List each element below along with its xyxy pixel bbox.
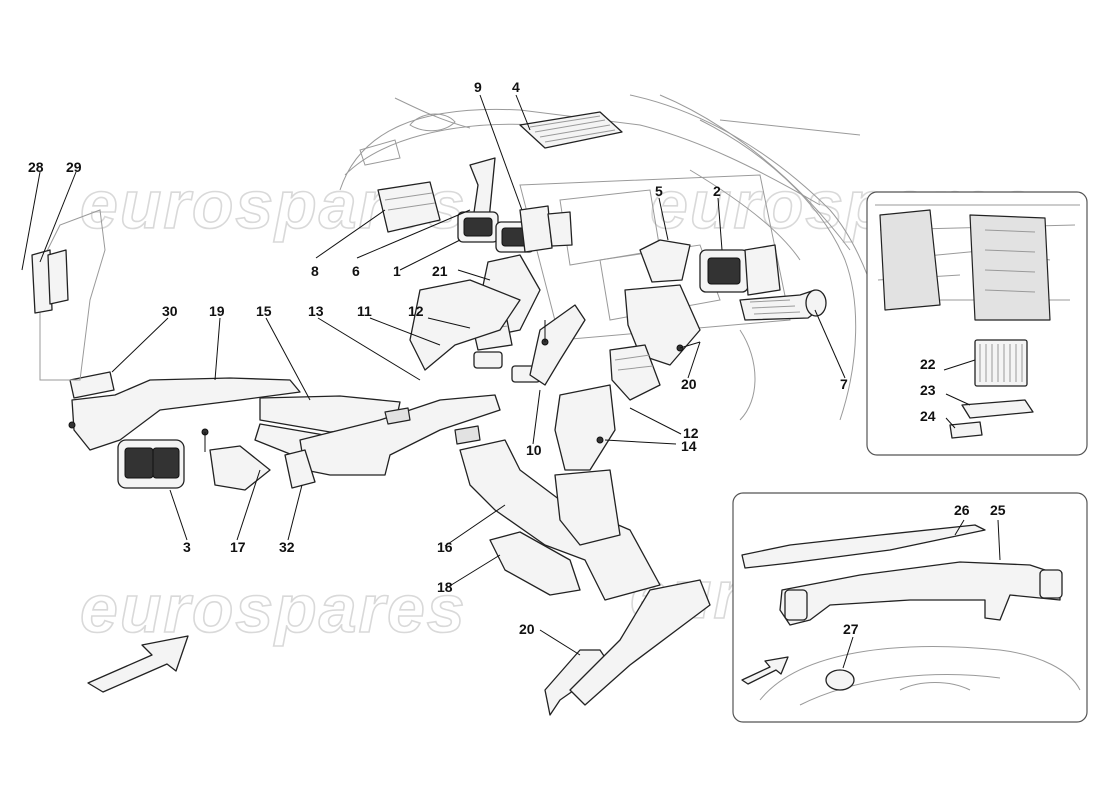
dash-seal bbox=[741, 524, 986, 569]
callout-6: 6 bbox=[352, 263, 360, 279]
callout-12b: 12 bbox=[683, 425, 699, 441]
callout-13: 14 bbox=[681, 438, 697, 454]
inset-cabin-filter bbox=[866, 191, 1088, 456]
callout-11: 11 bbox=[357, 303, 372, 319]
callout-16: 15 bbox=[256, 303, 272, 319]
callout-12: 12 bbox=[408, 303, 424, 319]
callout-31: 30 bbox=[162, 303, 178, 319]
defrost-grille bbox=[519, 111, 623, 149]
callout-21: 20 bbox=[681, 376, 697, 392]
direction-arrow bbox=[87, 635, 189, 693]
callout-27: 26 bbox=[954, 502, 970, 518]
inset-dashboard-duct bbox=[732, 492, 1088, 723]
ducts-lower-center bbox=[459, 384, 711, 716]
pillar-vent-frame bbox=[47, 249, 69, 305]
floor-duct-mid bbox=[554, 384, 616, 471]
callout-20: 19 bbox=[209, 303, 225, 319]
callout-22: 21 bbox=[432, 263, 448, 279]
callout-28: 27 bbox=[843, 621, 859, 637]
left-duct bbox=[71, 377, 301, 451]
callout-9: 9 bbox=[474, 79, 482, 95]
callout-15: 16 bbox=[437, 539, 453, 555]
callout-25: 24 bbox=[920, 408, 936, 424]
pillar-trim bbox=[31, 209, 106, 381]
callout-3: 3 bbox=[183, 539, 191, 555]
inset-arrow-icon bbox=[741, 656, 789, 685]
callout-5: 5 bbox=[655, 183, 663, 199]
dashboard-outline bbox=[339, 94, 891, 421]
dash-vent-cap bbox=[825, 669, 855, 691]
floor-outlet bbox=[489, 531, 581, 596]
callout-10: 10 bbox=[526, 442, 542, 458]
callout-32: 32 bbox=[279, 539, 295, 555]
dash-duct bbox=[779, 561, 1061, 626]
ducts-upper bbox=[377, 111, 827, 401]
callout-24: 23 bbox=[920, 382, 936, 398]
filter-cover bbox=[961, 399, 1034, 419]
cabin-filter bbox=[974, 339, 1028, 387]
callout-labels: 28 29 9 4 5 2 8 6 1 21 30 19 15 13 11 12… bbox=[28, 79, 1006, 637]
callout-14: 13 bbox=[308, 303, 324, 319]
callout-29: 28 bbox=[28, 159, 44, 175]
callout-4: 4 bbox=[512, 79, 520, 95]
vent-frame bbox=[519, 205, 553, 253]
small-vent bbox=[69, 371, 115, 399]
arrow-icon bbox=[87, 635, 189, 693]
callout-17: 18 bbox=[437, 579, 453, 595]
callout-23: 22 bbox=[920, 356, 936, 372]
ducts-lower-left bbox=[68, 371, 501, 491]
callout-26: 25 bbox=[990, 502, 1006, 518]
main-air-duct bbox=[299, 394, 501, 476]
callout-8: 8 bbox=[311, 263, 319, 279]
leader-lines bbox=[21, 94, 1001, 669]
callout-7: 7 bbox=[840, 376, 848, 392]
watermark: eurospares bbox=[80, 571, 467, 647]
callout-19: 20 bbox=[519, 621, 535, 637]
callout-1: 1 bbox=[393, 263, 401, 279]
small-duct bbox=[639, 239, 691, 283]
callout-30: 29 bbox=[66, 159, 82, 175]
callout-18: 17 bbox=[230, 539, 246, 555]
callout-2: 2 bbox=[713, 183, 721, 199]
